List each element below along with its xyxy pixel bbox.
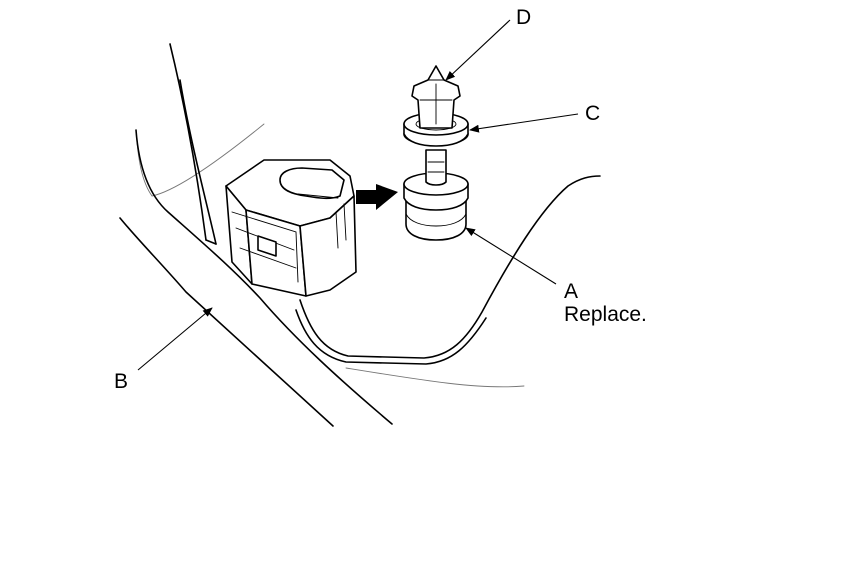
mounting-bracket: [225, 159, 357, 297]
leader-d: [445, 19, 511, 81]
callout-d: D: [516, 6, 532, 29]
callout-b: B: [114, 370, 129, 393]
leader-c: [469, 113, 579, 133]
clip-assembly: [403, 65, 469, 241]
trim-panel: [295, 175, 601, 365]
callout-a: A: [564, 280, 579, 303]
callout-c: C: [585, 102, 601, 125]
leader-lines: [137, 19, 579, 371]
background-contours: [135, 123, 525, 388]
body-panel: [119, 43, 393, 427]
install-direction-arrow: [356, 184, 398, 210]
callout-a-note: Replace.: [564, 303, 647, 326]
leader-b: [137, 307, 213, 371]
leader-a: [465, 227, 557, 285]
